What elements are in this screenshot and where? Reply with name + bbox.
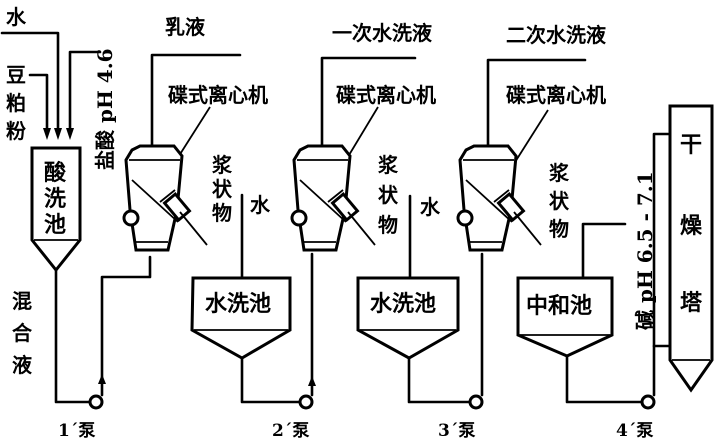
- centrifuge-1-slurry-label: 浆 状 物: [211, 153, 233, 225]
- svg-text:酸: 酸: [44, 160, 67, 186]
- wash2-to-pump3-line: [407, 356, 472, 404]
- neutralize-to-pump4-line: [565, 354, 644, 404]
- svg-text:中和池: 中和池: [526, 293, 592, 319]
- centrifuge-3-label: 碟式离心机: [506, 83, 606, 107]
- water-wash-tank-1: 水洗池: [190, 276, 292, 360]
- acid-ph-label: 盐酸 pH 4.6: [93, 48, 117, 170]
- soy-meal-label: 豆 粕 粉: [6, 63, 26, 143]
- arrow-icon: [98, 374, 106, 384]
- water-inlet-1-label: 水: [250, 193, 271, 217]
- arrow-icon: [308, 376, 316, 386]
- svg-text:浆: 浆: [377, 153, 399, 177]
- svg-text:状: 状: [212, 177, 233, 201]
- mixture-line: [54, 268, 92, 404]
- svg-text:物: 物: [212, 201, 232, 225]
- svg-text:物: 物: [378, 213, 398, 237]
- centrifuge-3: 二次水洗液 碟式离心机 浆 状 物: [456, 23, 607, 252]
- svg-text:粕: 粕: [6, 91, 26, 115]
- centrifuge-1: 乳液 碟式离心机 浆 状 物: [122, 15, 268, 252]
- centrifuge-2-slurry-label: 浆 状 物: [377, 153, 399, 237]
- mixture-label: 混 合 液: [12, 289, 33, 377]
- svg-text:合: 合: [12, 321, 33, 345]
- pump-2: 2ˊ泵: [272, 394, 314, 439]
- water-input-label: 水: [6, 5, 27, 29]
- svg-text:豆: 豆: [6, 63, 26, 87]
- pump-4: 4ˊ泵: [616, 394, 656, 439]
- svg-text:浆: 浆: [211, 153, 233, 177]
- centrifuge-2-outflow-label: 一次水洗液: [332, 21, 433, 45]
- alkali-input-line: [581, 222, 627, 280]
- acid-input-line: [68, 50, 102, 132]
- arrow-icon: [66, 128, 74, 140]
- water-input-line: [0, 31, 60, 132]
- svg-text:混: 混: [12, 289, 32, 313]
- pump1-to-centrifuge1-line: [100, 255, 152, 397]
- svg-text:3ˊ泵: 3ˊ泵: [438, 421, 475, 439]
- centrifuge-3-outflow-label: 二次水洗液: [506, 23, 607, 47]
- svg-text:水洗池: 水洗池: [205, 291, 271, 317]
- pump4-to-dryer-line: [652, 132, 670, 397]
- svg-text:水洗池: 水洗池: [370, 291, 436, 317]
- svg-text:液: 液: [12, 353, 33, 377]
- water-inlet-2-label: 水: [420, 195, 441, 219]
- arrow-icon: [54, 128, 62, 140]
- drying-tower: 干 燥 塔: [668, 104, 714, 393]
- svg-text:状: 状: [378, 183, 399, 207]
- svg-text:浆: 浆: [548, 161, 570, 185]
- svg-text:2ˊ泵: 2ˊ泵: [272, 421, 309, 439]
- water-wash-tank-2: 水洗池: [356, 276, 460, 360]
- svg-text:粉: 粉: [6, 119, 26, 143]
- centrifuge-1-label: 碟式离心机: [168, 83, 268, 107]
- svg-text:状: 状: [549, 189, 570, 213]
- svg-text:干: 干: [680, 132, 702, 158]
- pump-1: 1ˊ泵: [58, 394, 104, 439]
- centrifuge-3-slurry-label: 浆 状 物: [548, 161, 570, 241]
- centrifuge-1-outflow-label: 乳液: [165, 15, 206, 39]
- neutralization-tank: 中和池: [516, 276, 614, 358]
- arrow-icon: [43, 128, 51, 140]
- svg-text:塔: 塔: [680, 290, 703, 316]
- svg-text:洗: 洗: [44, 186, 66, 212]
- svg-text:燥: 燥: [680, 213, 703, 239]
- centrifuge-2: 一次水洗液 碟式离心机 浆 状 物: [290, 21, 436, 252]
- soy-meal-input-line: [28, 73, 49, 132]
- svg-text:物: 物: [549, 217, 569, 241]
- wash1-to-pump2-line: [240, 356, 302, 404]
- acid-wash-tank: 酸 洗 池: [30, 146, 82, 273]
- centrifuge-2-label: 碟式离心机: [336, 83, 436, 107]
- pump-3: 3ˊ泵: [438, 394, 484, 439]
- svg-text:4ˊ泵: 4ˊ泵: [616, 421, 653, 439]
- svg-text:池: 池: [44, 212, 66, 238]
- svg-text:1ˊ泵: 1ˊ泵: [58, 421, 95, 439]
